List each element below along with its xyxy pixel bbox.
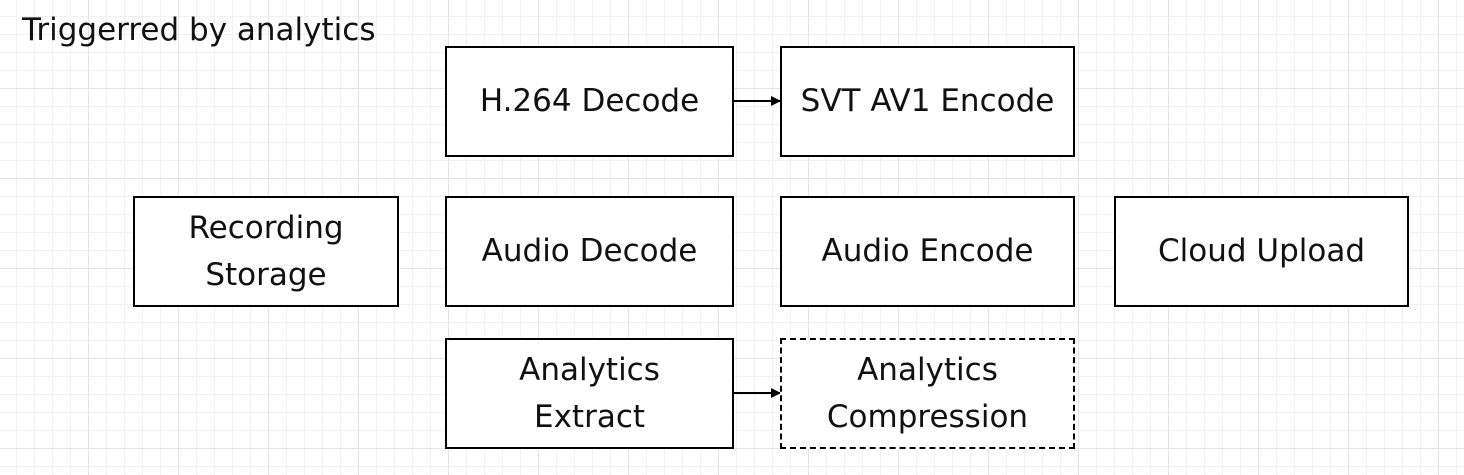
node-h264-decode-label: H.264 Decode — [479, 83, 700, 119]
node-analytics-extract: Analytics Extract — [445, 338, 734, 449]
node-analytics-extract-label: Analytics Extract — [519, 351, 660, 435]
node-audio-encode: Audio Encode — [780, 196, 1075, 307]
node-analytics-compression: Analytics Compression — [780, 338, 1075, 449]
node-analytics-compression-label: Analytics Compression — [826, 351, 1029, 435]
node-audio-decode-label: Audio Decode — [481, 233, 698, 269]
node-svt-av1-encode: SVT AV1 Encode — [780, 46, 1075, 157]
diagram-title: Triggerred by analytics — [22, 12, 376, 48]
node-audio-decode: Audio Decode — [445, 196, 734, 307]
node-cloud-upload-label: Cloud Upload — [1157, 233, 1366, 269]
node-svt-av1-encode-label: SVT AV1 Encode — [800, 83, 1055, 119]
node-recording-storage: Recording Storage — [133, 196, 399, 307]
node-recording-storage-label: Recording Storage — [188, 209, 344, 293]
node-h264-decode: H.264 Decode — [445, 46, 734, 157]
node-audio-encode-label: Audio Encode — [821, 233, 1034, 269]
node-cloud-upload: Cloud Upload — [1114, 196, 1409, 307]
